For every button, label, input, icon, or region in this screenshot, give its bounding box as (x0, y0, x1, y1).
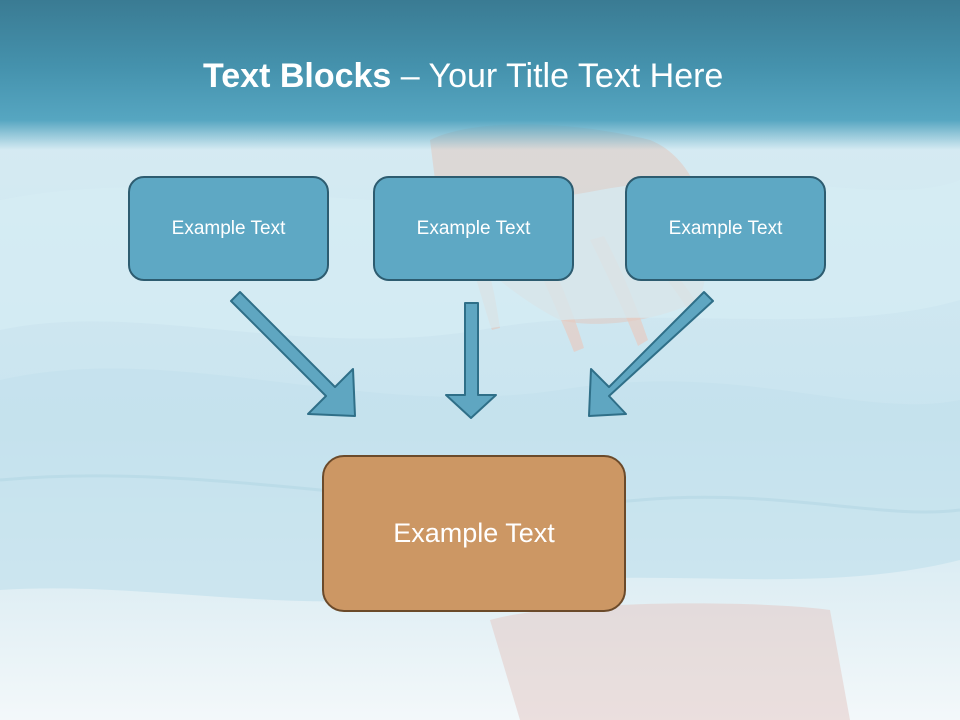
result-block-label: Example Text (393, 518, 555, 548)
slide-title: Text Blocks – Your Title Text Here (203, 52, 903, 100)
background-leg-shape (490, 603, 850, 720)
arrow-right-diagonal (588, 291, 714, 417)
title-band (0, 0, 960, 150)
text-block-2-label: Example Text (416, 217, 531, 239)
text-block-3[interactable]: Example Text (625, 176, 826, 281)
result-block[interactable]: Example Text (322, 455, 626, 612)
text-block-1[interactable]: Example Text (128, 176, 329, 281)
text-block-2[interactable]: Example Text (373, 176, 574, 281)
slide-title-rest: – Your Title Text Here (391, 57, 724, 95)
arrow-left-diagonal (230, 291, 356, 417)
arrow-center-down (445, 302, 497, 419)
slide-title-bold: Text Blocks (203, 57, 392, 95)
text-block-3-label: Example Text (668, 217, 783, 239)
text-block-1-label: Example Text (171, 217, 286, 239)
